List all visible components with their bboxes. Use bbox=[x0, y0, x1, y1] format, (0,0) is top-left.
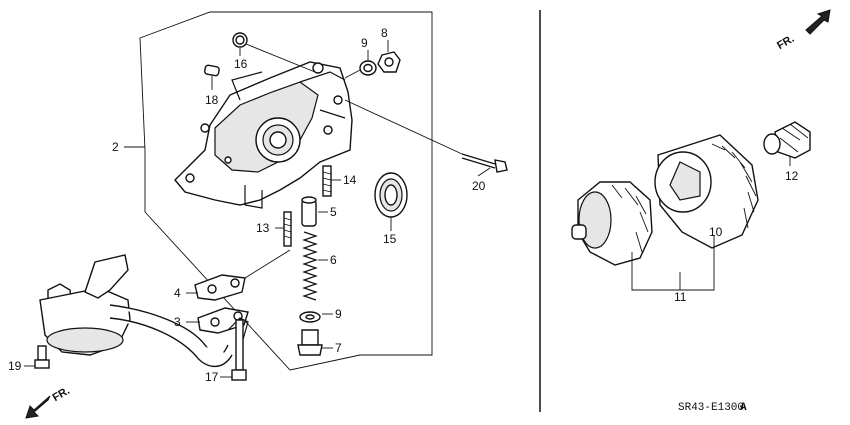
part-14-stud bbox=[322, 165, 332, 197]
leader-9-upper bbox=[344, 69, 361, 79]
fr-label-top: FR. bbox=[775, 33, 796, 52]
oil-pump-body bbox=[174, 61, 353, 209]
part-18-dowel-pin bbox=[204, 64, 220, 77]
part-12-filter-nipple bbox=[763, 121, 811, 159]
part-7-plug-bolt bbox=[297, 329, 323, 356]
part-17-bolt bbox=[231, 319, 247, 381]
part-6-spring bbox=[302, 231, 318, 301]
part-10-oil-filter bbox=[654, 134, 759, 249]
part-8-plug bbox=[377, 51, 401, 73]
callout-5: 5 bbox=[330, 205, 337, 219]
callout-9-upper: 9 bbox=[361, 36, 368, 50]
diagram-code-suffix: A bbox=[740, 402, 747, 414]
callout-13: 13 bbox=[256, 221, 270, 235]
fr-arrow-bottom: FR. bbox=[25, 385, 72, 419]
part-11-filter-housing bbox=[571, 181, 653, 266]
part-1-oil-strainer bbox=[39, 254, 249, 368]
callout-7: 7 bbox=[335, 341, 342, 355]
callout-17: 17 bbox=[205, 370, 219, 384]
part-9-washer-lower bbox=[299, 311, 321, 323]
fr-arrow-top: FR. bbox=[775, 9, 831, 52]
part-4-gasket bbox=[194, 274, 246, 301]
callout-16: 16 bbox=[234, 57, 248, 71]
assembly-outline bbox=[139, 11, 433, 371]
part-9-washer-upper bbox=[359, 60, 377, 76]
callout-15: 15 bbox=[383, 232, 397, 246]
part-20-bolt bbox=[461, 153, 508, 173]
part-13-stud bbox=[283, 211, 292, 247]
callout-20: 20 bbox=[472, 179, 486, 193]
callout-3: 3 bbox=[174, 315, 181, 329]
callout-2: 2 bbox=[112, 140, 119, 154]
part-15-oil-seal bbox=[374, 172, 408, 218]
part-16-snap-ring bbox=[232, 32, 248, 48]
leader-20 bbox=[344, 99, 463, 155]
part-5-relief-valve bbox=[301, 196, 317, 227]
leader-lines bbox=[24, 40, 791, 378]
callout-11: 11 bbox=[674, 290, 687, 304]
callout-19: 19 bbox=[8, 359, 22, 373]
callout-10: 10 bbox=[709, 225, 723, 239]
diagram-code: SR43-E1300 bbox=[678, 402, 744, 414]
callout-14: 14 bbox=[343, 173, 357, 187]
leader-16 bbox=[245, 43, 316, 73]
bracket-11 bbox=[631, 240, 715, 291]
callout-18: 18 bbox=[205, 93, 219, 107]
callout-9-lower: 9 bbox=[335, 307, 342, 321]
callout-4: 4 bbox=[174, 286, 181, 300]
callouts: 2 16 18 9 8 20 14 15 13 5 6 9 7 4 3 17 1… bbox=[8, 26, 799, 384]
part-19-bolt bbox=[34, 345, 50, 369]
callout-6: 6 bbox=[330, 253, 337, 267]
leader-4 bbox=[244, 249, 291, 279]
fr-label-bottom: FR. bbox=[51, 385, 72, 404]
callout-8: 8 bbox=[381, 26, 388, 40]
callout-12: 12 bbox=[785, 169, 799, 183]
